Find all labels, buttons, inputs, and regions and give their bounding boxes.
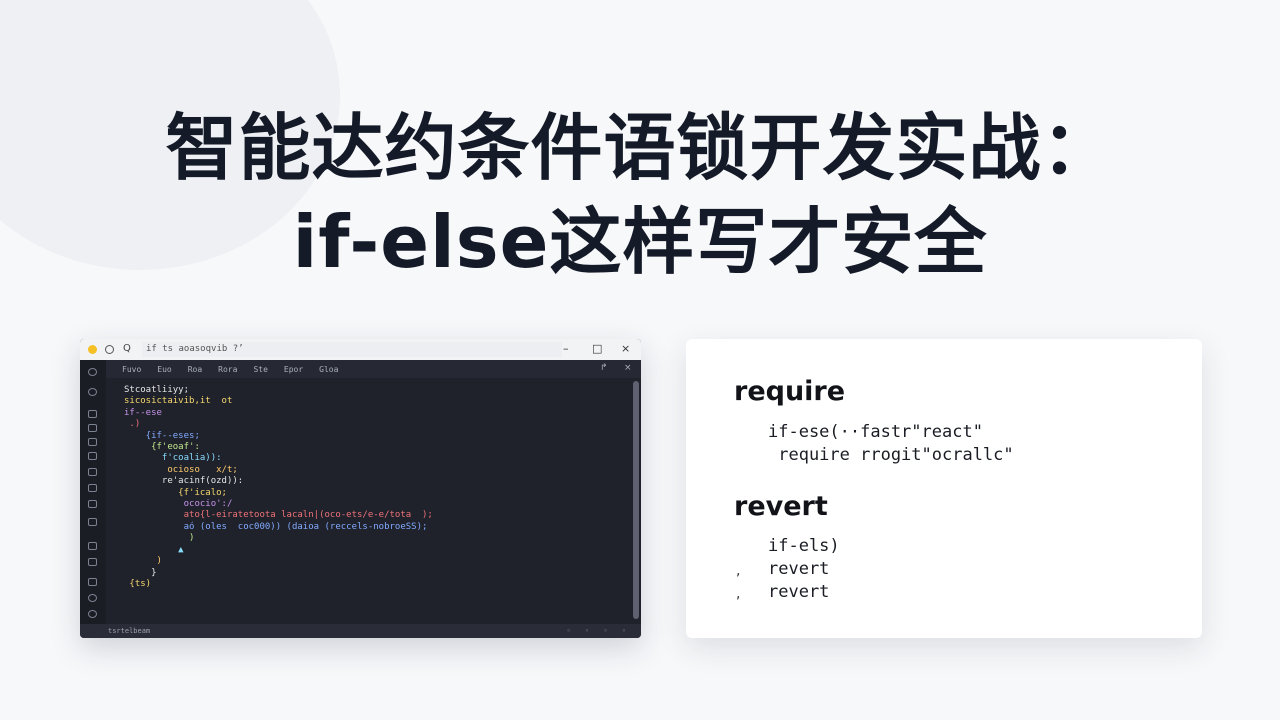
code-line[interactable]: ato{l-eiratetoota lacaln|(oco-ets/e-e/to… — [124, 510, 433, 521]
menu-item-6[interactable]: Epor — [283, 364, 304, 374]
menu-item-4[interactable]: Rora — [218, 364, 238, 374]
editor-titlebar: Q if ts aoasoqvib ?’ – □ × — [80, 339, 641, 360]
menu-item-5[interactable]: Ste — [253, 364, 268, 374]
minimize-button[interactable]: – — [563, 342, 569, 355]
outline-icon[interactable] — [88, 558, 97, 566]
code-line[interactable]: f'coalia)): — [124, 453, 222, 464]
code-line[interactable]: {if--eses; — [124, 430, 200, 441]
require-line-1: if-ese(··fastr"react" — [768, 422, 983, 442]
output-icon[interactable] — [88, 484, 97, 492]
settings-icon[interactable] — [88, 610, 97, 618]
files-icon[interactable] — [88, 368, 97, 376]
folder-icon[interactable] — [88, 578, 97, 586]
code-editor-window: Q if ts aoasoqvib ?’ – □ × Fuvo Euo Roa … — [80, 339, 641, 638]
revert-line-3: revert — [768, 582, 830, 602]
maximize-button[interactable]: □ — [592, 342, 603, 355]
code-line[interactable]: sicosictaivib,it ot — [124, 396, 233, 407]
keyword-revert: revert — [734, 491, 828, 522]
code-line[interactable]: {ts) — [124, 578, 152, 589]
code-line[interactable]: ▲ — [124, 544, 184, 555]
account-icon[interactable] — [88, 594, 97, 602]
code-line[interactable]: aó (oles coc000)) (daioa (reccels-nobro… — [124, 521, 428, 532]
window-circle-icon[interactable] — [105, 345, 114, 354]
menu-item-7[interactable]: Gloa — [319, 364, 339, 374]
panel-icon[interactable] — [88, 452, 97, 460]
code-line[interactable]: ) — [124, 556, 162, 567]
revert-line-1: if-els) — [768, 536, 840, 556]
status-right[interactable]: ◦ ◦ ◦ ◦ — [566, 627, 631, 635]
git-icon[interactable] — [88, 410, 97, 418]
activity-bar — [80, 360, 106, 624]
code-line[interactable]: ) — [124, 533, 195, 544]
menu-item-1[interactable]: Fuvo — [122, 364, 142, 374]
code-line[interactable]: re'acinf(ozd)): — [124, 476, 244, 487]
code-line[interactable]: ococio':/ — [124, 499, 233, 510]
close-tab-icon[interactable]: × — [624, 363, 632, 373]
code-snippet-card: require if-ese(··fastr"react" require rr… — [686, 339, 1202, 638]
keyword-require: require — [734, 376, 846, 407]
close-button[interactable]: × — [621, 342, 631, 355]
revert-mark-1: , — [736, 563, 741, 579]
code-line[interactable]: } — [124, 567, 157, 578]
revert-mark-2: , — [736, 586, 741, 602]
code-line[interactable]: ocioso x/t; — [124, 464, 238, 475]
status-left[interactable]: tsrtelbeam — [108, 627, 151, 635]
status-bar: tsrtelbeam ◦ ◦ ◦ ◦ — [80, 624, 641, 638]
menu-item-3[interactable]: Roa — [187, 364, 203, 374]
debug-icon[interactable] — [88, 424, 97, 432]
run-icon[interactable] — [88, 518, 97, 526]
revert-line-2: revert — [768, 559, 830, 579]
editor-menubar: Fuvo Euo Roa Rora Ste Epor Gloa ↱ × — [106, 360, 641, 378]
page-title-line2: if-else这样写才安全 — [292, 200, 988, 284]
extensions-icon[interactable] — [88, 438, 97, 446]
code-line[interactable]: if--ese — [124, 407, 162, 418]
menu-item-2[interactable]: Euo — [157, 364, 172, 374]
code-line[interactable]: {f'icalo; — [124, 487, 227, 498]
code-line[interactable]: {f'eoaf': — [124, 442, 200, 453]
page-title-line1: 智能达约条件语锁开发实战： — [165, 106, 1115, 190]
window-dot-icon[interactable] — [88, 345, 97, 354]
editor-scrollbar[interactable] — [633, 381, 639, 619]
code-line[interactable]: .) — [124, 419, 141, 430]
search-icon[interactable]: Q — [123, 343, 131, 354]
require-line-2: require rrogit"ocrallc" — [768, 445, 1014, 465]
problems-icon[interactable] — [88, 500, 97, 508]
file-title[interactable]: if ts aoasoqvib ?’ — [142, 342, 562, 357]
search-panel-icon[interactable] — [88, 388, 97, 396]
bookmark-icon[interactable] — [88, 542, 97, 550]
terminal-icon[interactable] — [88, 468, 97, 476]
split-editor-icon[interactable]: ↱ — [600, 363, 608, 373]
code-line[interactable]: Stcoatliiyy; — [124, 385, 190, 395]
